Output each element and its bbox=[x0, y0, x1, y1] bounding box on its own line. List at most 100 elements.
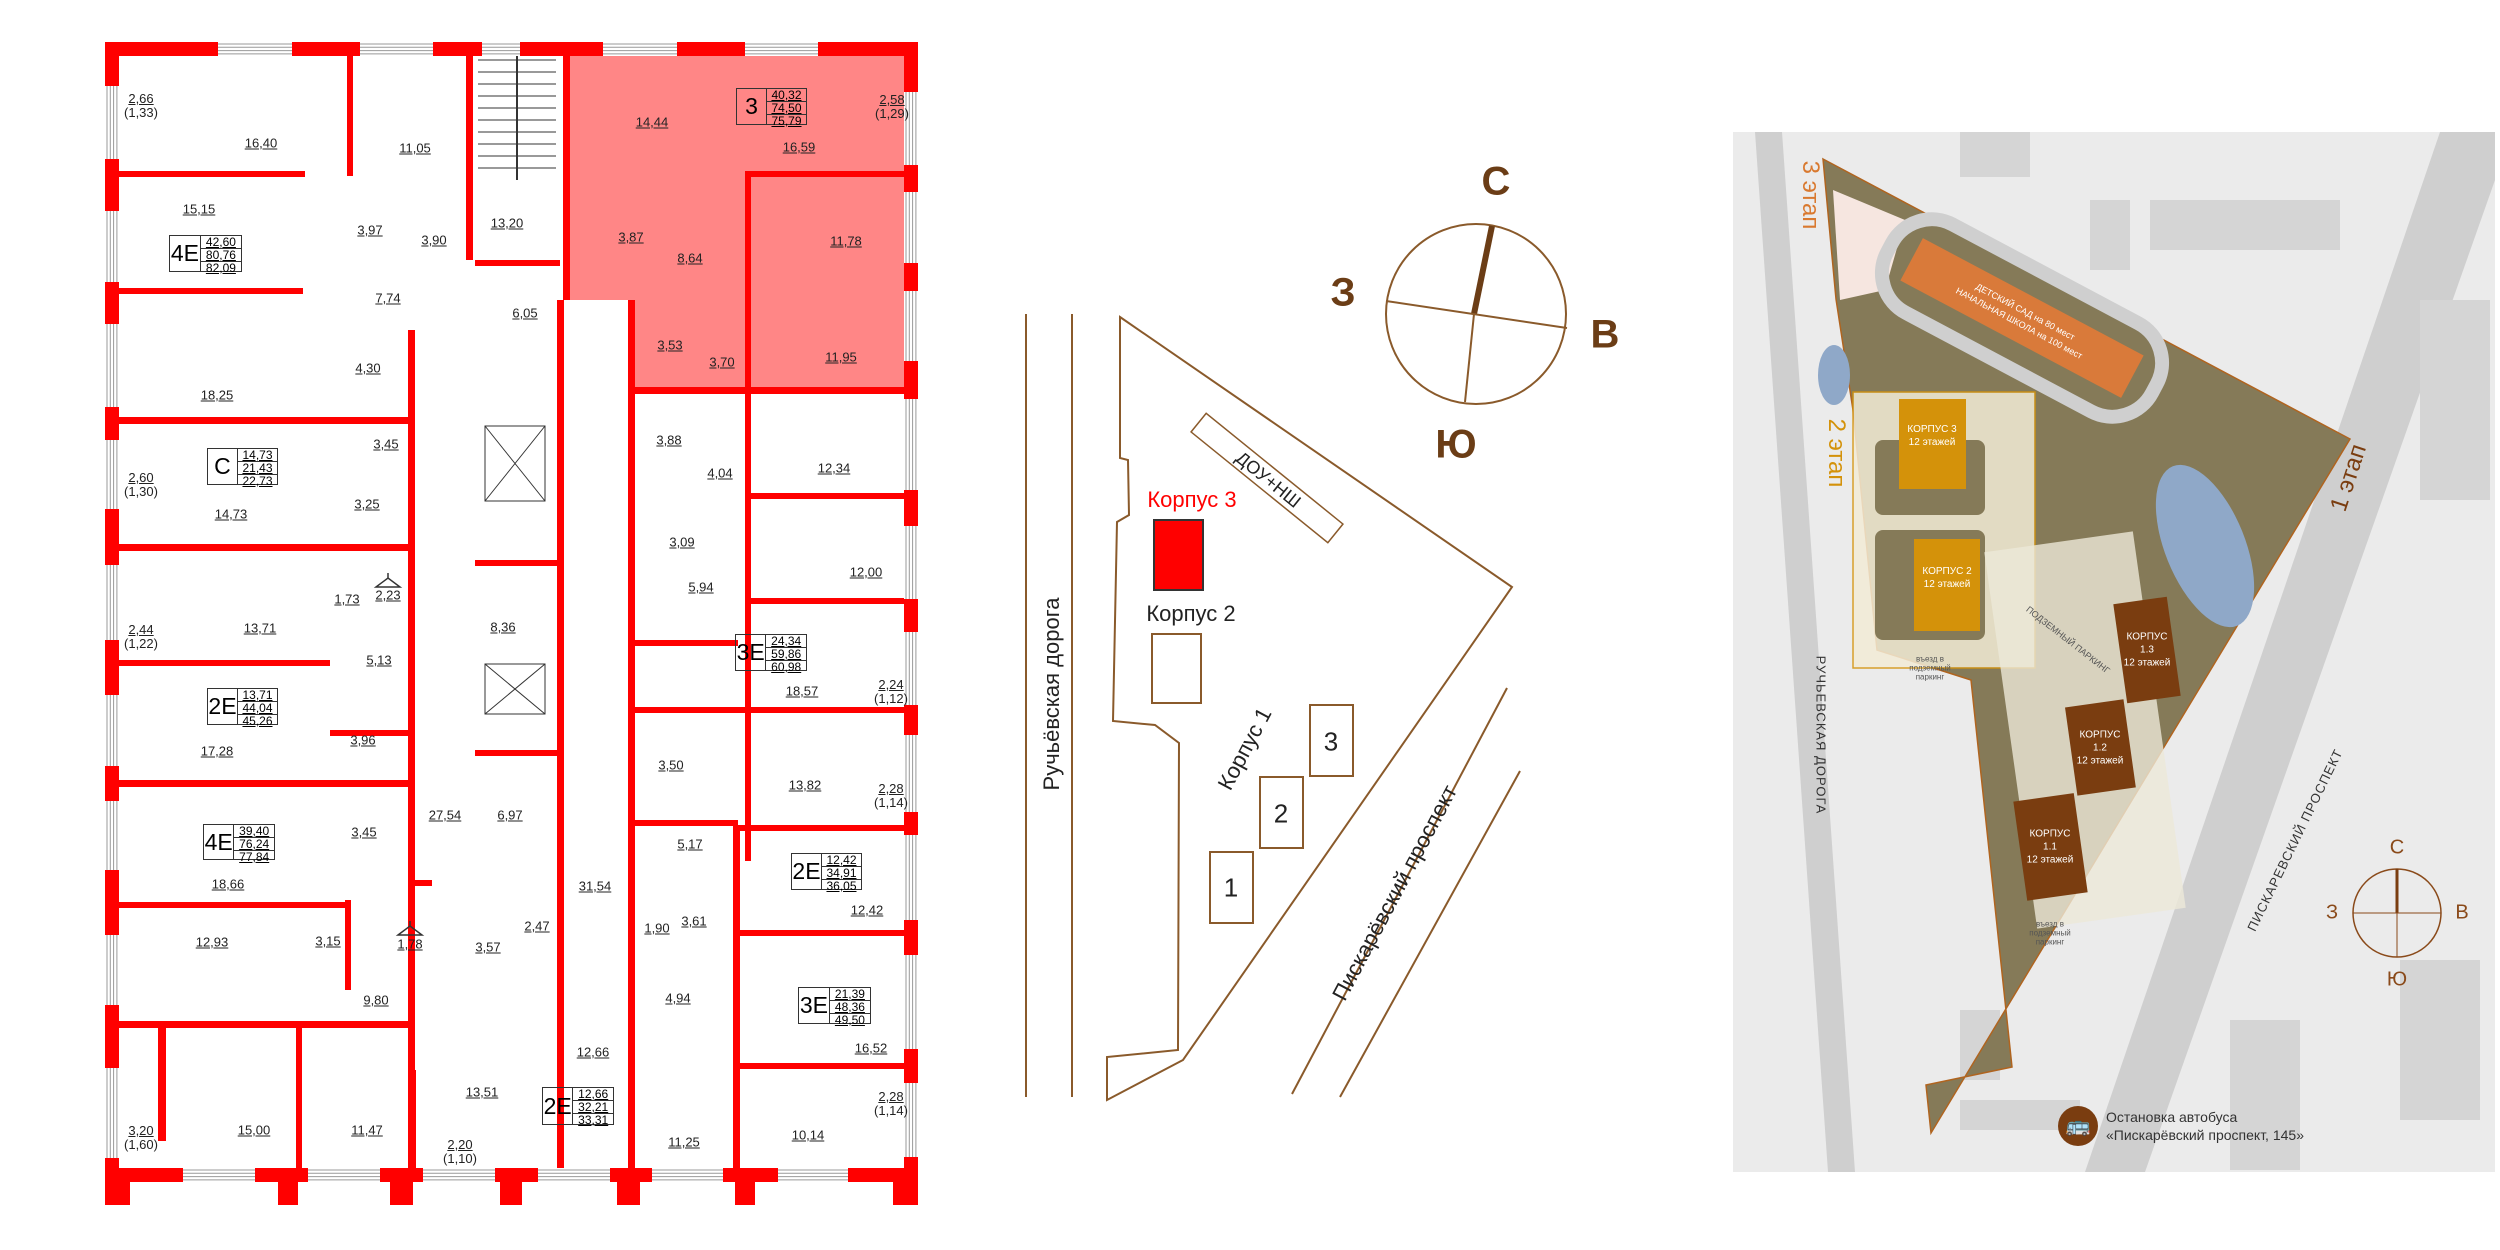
room-area-label: 3,57 bbox=[475, 939, 501, 955]
map-compass-circle bbox=[2352, 868, 2442, 958]
window bbox=[904, 632, 918, 705]
window bbox=[652, 1168, 723, 1182]
elevator-shaft bbox=[484, 663, 546, 715]
bus-stop-label: Остановка автобуса «Пискарёвский проспек… bbox=[2106, 1108, 2304, 1144]
schematic-section-3[interactable]: 3 bbox=[1323, 726, 1339, 757]
schematic-road-east-label: Пискарёвский проспект bbox=[1327, 780, 1462, 1005]
neighbour-building bbox=[1960, 132, 2030, 177]
compass-north-label: С bbox=[1481, 159, 1511, 204]
elevator-shaft bbox=[484, 425, 546, 502]
room-area-label: 11,47 bbox=[351, 1122, 383, 1138]
wall bbox=[737, 930, 908, 936]
window bbox=[482, 42, 520, 56]
parking-entry-label-1: въезд в подземный паркинг bbox=[1909, 654, 1951, 682]
room-area-label: 18,25 bbox=[200, 387, 234, 403]
room-area-label: 8,64 bbox=[677, 250, 703, 266]
stage3-label: 3 этап bbox=[1797, 160, 1824, 230]
sports-ground bbox=[1833, 190, 1905, 300]
bus-icon: 🚌 bbox=[2058, 1106, 2098, 1146]
apartment-area-value: 13,71 bbox=[237, 689, 277, 702]
wall bbox=[475, 560, 560, 566]
balcony-area-label: 2,44(1,22) bbox=[124, 622, 158, 651]
apartment-area-value: 42,60 bbox=[200, 236, 241, 249]
room-area-label: 11,05 bbox=[399, 140, 431, 156]
wall bbox=[113, 780, 413, 787]
schematic-road-west-label: Ручьёвская дорога bbox=[1039, 597, 1064, 791]
apartment-area-value: 75,79 bbox=[771, 114, 802, 128]
wall bbox=[390, 1168, 413, 1205]
small-pond bbox=[1818, 345, 1850, 405]
apartment-area-value: 32,21 bbox=[573, 1101, 613, 1114]
compass-line bbox=[1385, 300, 1568, 329]
wall bbox=[466, 44, 473, 260]
wall bbox=[296, 1021, 302, 1171]
map-compass-west: З bbox=[2325, 901, 2339, 924]
window bbox=[904, 835, 918, 920]
window bbox=[904, 92, 918, 165]
room-area-label: 13,20 bbox=[490, 215, 524, 231]
wall bbox=[628, 1010, 635, 1175]
schematic-section-1[interactable]: 1 bbox=[1223, 872, 1239, 903]
room-area-label: 17,28 bbox=[200, 743, 234, 759]
room-area-label: 4,04 bbox=[707, 465, 733, 481]
neighbour-building bbox=[2230, 1020, 2300, 1170]
wall bbox=[628, 640, 738, 646]
room-area-label: 11,95 bbox=[825, 349, 857, 365]
apartment-area-value: 80,76 bbox=[200, 249, 241, 262]
window bbox=[105, 695, 119, 766]
hanger-icon bbox=[373, 573, 403, 588]
elevator-x bbox=[484, 663, 546, 715]
apartment-type: 2E bbox=[792, 854, 822, 889]
apartment-type: 2E bbox=[208, 689, 238, 724]
wall bbox=[113, 171, 305, 177]
apartment-area-value: 40,32 bbox=[766, 89, 806, 102]
apartment-type: C bbox=[208, 449, 238, 484]
apartment-type: 4E bbox=[204, 825, 235, 859]
apartment-area-value: 12,42 bbox=[821, 854, 861, 867]
room-area-label: 16,40 bbox=[244, 135, 278, 151]
schematic-section-2[interactable]: 2 bbox=[1273, 798, 1289, 829]
window bbox=[538, 1168, 610, 1182]
apartment-area-value: 21,43 bbox=[237, 462, 277, 475]
apartment-area-value: 44,04 bbox=[237, 702, 277, 715]
room-area-label: 2,47 bbox=[524, 918, 550, 934]
parking-label: ПОДЗЕМНЫЙ ПАРКИНГ bbox=[2024, 604, 2112, 676]
room-area-label: 12,00 bbox=[849, 564, 883, 580]
balcony-area-label: 2,60(1,30) bbox=[124, 470, 158, 499]
room-area-label: 3,70 bbox=[709, 354, 735, 370]
room-area-label: 10,14 bbox=[791, 1127, 825, 1143]
hanger-icon bbox=[395, 921, 425, 936]
room-area-label: 3,15 bbox=[315, 933, 341, 949]
room-area-label: 5,17 bbox=[677, 836, 703, 852]
apartment-area-value: 48,36 bbox=[829, 1001, 870, 1014]
room-area-label: 3,61 bbox=[681, 913, 707, 929]
window bbox=[904, 735, 918, 812]
room-area-label: 16,52 bbox=[854, 1040, 888, 1056]
room-area-label: 15,00 bbox=[237, 1122, 271, 1138]
wall bbox=[563, 44, 570, 300]
wall bbox=[745, 171, 908, 177]
yard bbox=[1875, 440, 1985, 515]
balcony-area-label: 2,24(1,12) bbox=[874, 677, 908, 706]
apartment-area-value: 76,24 bbox=[234, 838, 274, 851]
room-area-label: 3,50 bbox=[658, 757, 684, 773]
room-area-label: 12,34 bbox=[817, 460, 851, 476]
wall bbox=[408, 330, 415, 1180]
apartment-area-value: 59,86 bbox=[766, 648, 806, 661]
wall bbox=[733, 825, 740, 1175]
neighbour-building bbox=[2150, 200, 2340, 250]
